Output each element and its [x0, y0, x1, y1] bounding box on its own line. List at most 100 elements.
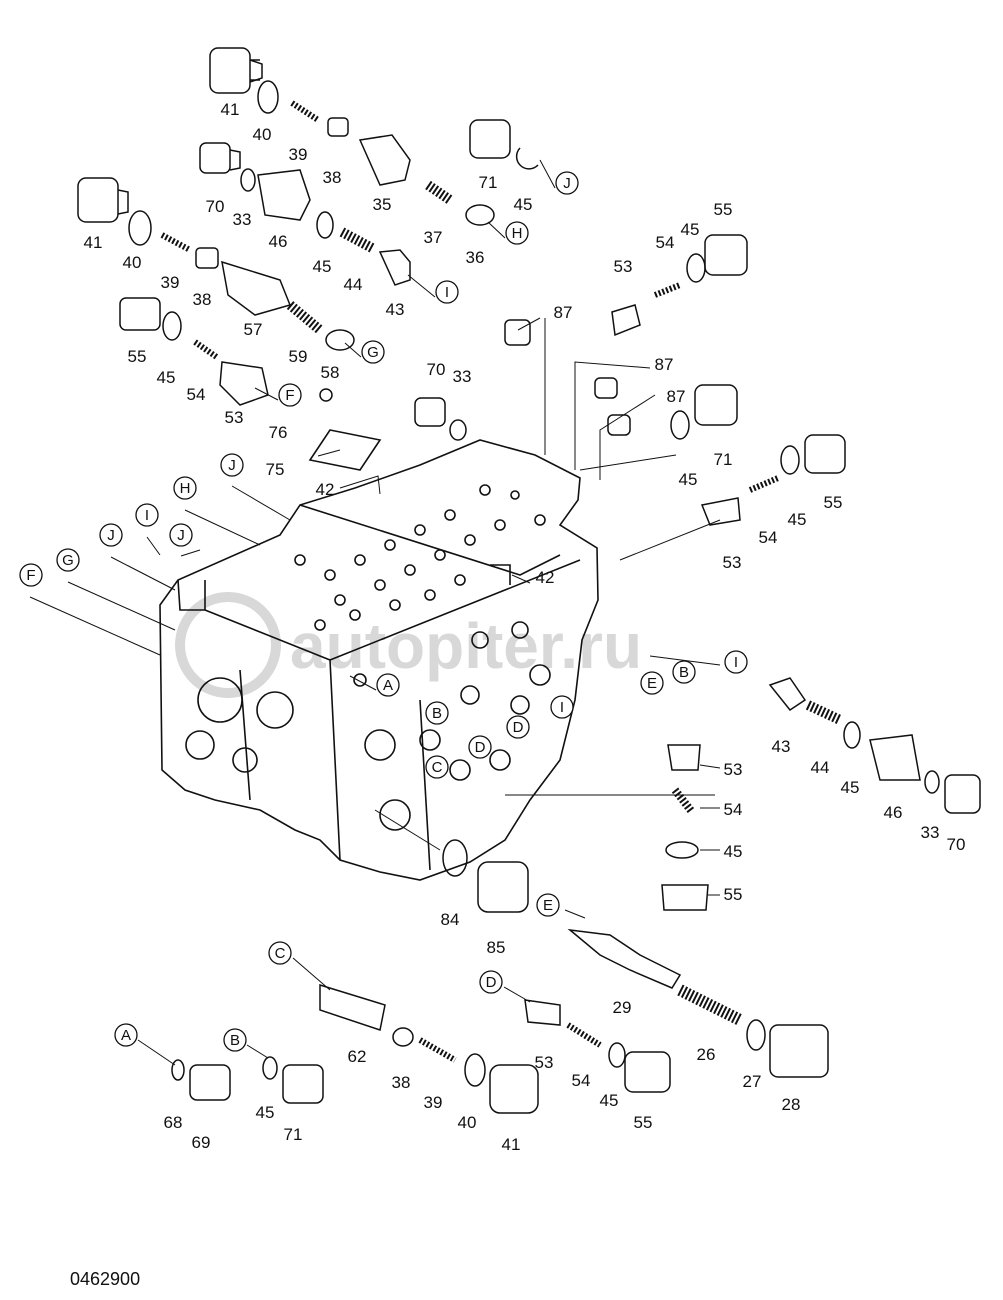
- ref-letter: I: [445, 284, 449, 301]
- part-number-label: 39: [289, 145, 308, 164]
- part-number-label: 44: [344, 275, 363, 294]
- ref-letter: D: [513, 719, 524, 736]
- part-number-label: 33: [233, 210, 252, 229]
- ref-circle: [278, 383, 302, 407]
- ref-letter: I: [145, 507, 149, 524]
- ref-circle: [135, 503, 159, 527]
- part-number-label: 68: [164, 1113, 183, 1132]
- part-number-label: 76: [269, 423, 288, 442]
- connection-ref-marker: B: [672, 660, 696, 684]
- ref-letter: H: [512, 225, 523, 242]
- connection-ref-marker: D: [468, 735, 492, 759]
- connection-ref-marker: I: [724, 650, 748, 674]
- part-number-label: 43: [772, 737, 791, 756]
- part-number-label: 41: [502, 1135, 521, 1154]
- part-number-label: 39: [424, 1093, 443, 1112]
- connection-ref-marker: F: [278, 383, 302, 407]
- connection-ref-marker: B: [223, 1028, 247, 1052]
- upper-left-parts: [77, 47, 539, 406]
- part-number-label: 84: [441, 910, 460, 929]
- part-number-label: 75: [266, 460, 285, 479]
- part-number-label: 54: [572, 1071, 591, 1090]
- part-number-label: 38: [323, 168, 342, 187]
- part-number-label: 39: [161, 273, 180, 292]
- ref-circle: [173, 476, 197, 500]
- ref-letter: D: [475, 739, 486, 756]
- part-number-label: 36: [466, 248, 485, 267]
- connection-ref-marker: E: [640, 671, 664, 695]
- part-number-label: 87: [667, 387, 686, 406]
- part-number-label: 58: [321, 363, 340, 382]
- part-number-label: 29: [613, 998, 632, 1017]
- ref-letter: J: [563, 175, 571, 192]
- part-number-label: 70: [947, 835, 966, 854]
- ref-letter: F: [26, 567, 35, 584]
- part-number-label: 71: [284, 1125, 303, 1144]
- connection-ref-marker: J: [220, 453, 244, 477]
- connection-ref-marker: A: [114, 1023, 138, 1047]
- connection-ref-marker: B: [425, 701, 449, 725]
- ref-circle: [361, 340, 385, 364]
- connection-ref-marker: I: [135, 503, 159, 527]
- ref-circle: [506, 715, 530, 739]
- ref-letter: J: [107, 527, 115, 544]
- part-number-label: 55: [128, 347, 147, 366]
- part-number-label: 54: [724, 800, 743, 819]
- connection-ref-marker: H: [173, 476, 197, 500]
- part-number-label: 35: [373, 195, 392, 214]
- connection-ref-marker: G: [361, 340, 385, 364]
- part-number-label: 27: [743, 1072, 762, 1091]
- part-number-label: 71: [714, 450, 733, 469]
- leader-lines: [29, 159, 721, 1066]
- ref-circle: [114, 1023, 138, 1047]
- ref-circle: [425, 701, 449, 725]
- connection-ref-marker: I: [435, 280, 459, 304]
- ref-letter: B: [679, 664, 689, 681]
- valve-body: [159, 429, 599, 881]
- part-number-label: 69: [192, 1133, 211, 1152]
- ref-circle: [435, 280, 459, 304]
- part-number-label: 54: [187, 385, 206, 404]
- ref-letter: F: [285, 387, 294, 404]
- part-number-label: 54: [656, 233, 675, 252]
- part-number-label: 45: [514, 195, 533, 214]
- part-number-label: 46: [269, 232, 288, 251]
- ref-letter: B: [230, 1032, 240, 1049]
- ref-letter: A: [121, 1027, 131, 1044]
- connection-ref-marker: E: [536, 893, 560, 917]
- ref-circle: [56, 548, 80, 572]
- ref-letter: E: [647, 675, 657, 692]
- part-number-label: 42: [316, 480, 335, 499]
- watermark: autopiter.ru: [175, 592, 642, 698]
- ref-circle: [223, 1028, 247, 1052]
- part-number-label: 53: [724, 760, 743, 779]
- connection-ref-marker: D: [479, 970, 503, 994]
- ref-circle: [169, 523, 193, 547]
- part-number-label: 85: [487, 938, 506, 957]
- watermark-text: autopiter.ru: [290, 610, 642, 682]
- part-number-label: 26: [697, 1045, 716, 1064]
- part-number-label: 37: [424, 228, 443, 247]
- right-parts: [661, 677, 981, 911]
- part-number-label: 45: [679, 470, 698, 489]
- part-number-label: 87: [554, 303, 573, 322]
- connection-ref-marker: I: [550, 695, 574, 719]
- part-number-label: 45: [313, 257, 332, 276]
- part-number-label: 40: [253, 125, 272, 144]
- part-number-label: 57: [244, 320, 263, 339]
- connection-ref-marker: J: [99, 523, 123, 547]
- connection-ref-marker: C: [425, 755, 449, 779]
- part-number-label: 43: [386, 300, 405, 319]
- ref-circle: [468, 735, 492, 759]
- ref-circle: [425, 755, 449, 779]
- ref-letter: I: [734, 654, 738, 671]
- part-number-label: 38: [392, 1073, 411, 1092]
- ref-letter: G: [62, 552, 74, 569]
- connection-ref-marker: J: [555, 171, 579, 195]
- ref-letter: C: [275, 945, 286, 962]
- ref-circle: [376, 673, 400, 697]
- ref-circle: [536, 893, 560, 917]
- part-number-label: 70: [427, 360, 446, 379]
